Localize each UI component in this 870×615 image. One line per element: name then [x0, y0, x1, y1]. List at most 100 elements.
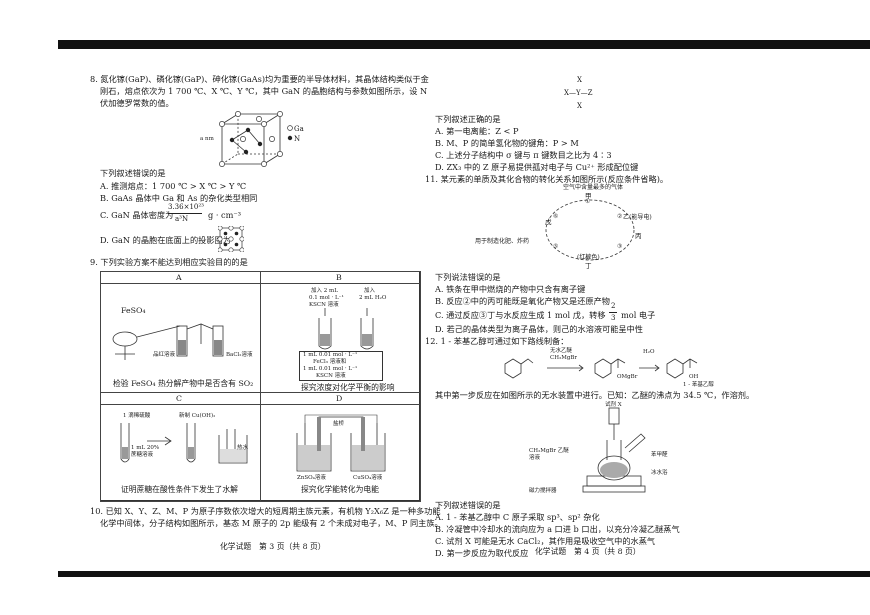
apparatus-icebath: 冰水浴: [651, 470, 668, 476]
reagent-grignard: CH₃MgBr: [550, 355, 578, 361]
cell-b: 加入 2 mL 0.1 mol · L⁻¹ KSCN 溶液 加入 2 mL H₂…: [260, 283, 421, 393]
cycle-top-label: 空气中含量最多的气体: [563, 184, 624, 191]
apparatus-reagent-x: 试剂 X: [605, 402, 622, 408]
q12-option-b: B. 冷凝管中冷却水的流向应为 a 口进 b 口出，以充分冷凝乙醚蒸气: [435, 524, 680, 534]
cycle-node-d: 丁: [585, 262, 592, 270]
q10-option-d: D. ZX₃ 中的 Z 原子易提供孤对电子与 Cu²⁺ 形成配位键: [435, 162, 639, 172]
b-label-add3: KSCN 溶液: [309, 302, 339, 308]
q8-option-c-label: C. GaN 晶体密度为: [100, 210, 174, 220]
struct-bottom-x: X: [577, 102, 582, 110]
cell-dimension: a nm: [200, 136, 214, 142]
b-mix4: KSCN 溶液: [316, 373, 346, 379]
apparatus-a-figure: [112, 323, 224, 360]
q8-prompt: 下列叙述错误的是: [100, 168, 166, 178]
q12-prompt: 下列叙述错误的是: [435, 500, 501, 510]
c-label-2: 新制 Cu(OH)₂: [179, 413, 216, 419]
b-label-water1: 加入: [364, 288, 376, 294]
cycle-node-c: 丙: [635, 232, 642, 240]
q11-option-a: A. 铁条在甲中燃烧的产物中只含有离子键: [435, 284, 586, 294]
q8-option-a: A. 推测熔点：1 700 ℃ > X ℃ > Y ℃: [100, 181, 247, 191]
q10-stem-line1: 10. 已知 X、Y、Z、M、P 为原子序数依次增大的短周期主族元素，有机物 Y…: [90, 506, 441, 516]
label-pinhong: 品红溶液: [153, 352, 176, 358]
q12-stem-line2: 其中第一步反应在如图所示的无水装置中进行。已知：乙醚的沸点为 34.5 ℃，作溶…: [435, 390, 755, 400]
projection-figure: [218, 226, 244, 252]
q8-option-c-numerator: 3.36×10²³: [168, 203, 204, 211]
gan-unit-cell-figure: [219, 111, 293, 167]
q12-reaction-scheme: [504, 358, 698, 379]
footer-page-3: 化学试题 第 3 页（共 8 页）: [220, 542, 326, 551]
b-label-add2: 0.1 mol · L⁻¹: [309, 295, 344, 301]
c-label-5: 热水: [237, 445, 249, 451]
cycle-node-a: 甲: [585, 192, 592, 200]
product-name: 1 - 苯基乙醇: [683, 382, 714, 388]
d-label-znso4: ZnSO₄溶液: [297, 475, 326, 481]
col-b-header: B: [336, 273, 342, 282]
q11-option-d: D. 若己的晶体类型为离子晶体，则己的水溶液可能呈中性: [435, 324, 643, 334]
q10-option-b: B. M、P 的简单氢化物的键角：P > M: [435, 138, 579, 148]
product-oh: OH: [689, 374, 699, 380]
c-label-1: 1 滴稀硫酸: [123, 413, 151, 419]
legend-n: N: [294, 135, 301, 143]
q8-option-c-unit: g · cm⁻³: [208, 210, 242, 220]
q12-option-c: C. 试剂 X 可能是无水 CaCl₂，其作用是吸收空气中的水蒸气: [435, 536, 656, 546]
svg-text:②: ②: [617, 213, 622, 220]
col-d-header: D: [336, 394, 343, 403]
q8-option-c-denominator: a³N: [175, 215, 189, 223]
q8-option-b: B. GaAs 晶体中 Ga 和 As 的杂化类型相同: [100, 193, 258, 203]
d-label-saltbridge: 盐桥: [333, 421, 345, 427]
q10-stem-line2: 化学中间体，分子结构如图所示，基态 M 原子的 2p 能级有 2 个未成对电子，…: [100, 518, 443, 528]
q10-prompt: 下列叙述正确的是: [435, 114, 501, 124]
b-mix2: FeCl₃ 溶液和: [313, 359, 347, 365]
exam-page-4: X X—Y—Z X 下列叙述正确的是 A. 第一电离能：Z < P B. M、P…: [425, 58, 780, 558]
b-mix1: 1 mL 0.01 mol · L⁻¹: [303, 352, 358, 358]
q11-option-c-pre: C. 通过反应③丁与水反应生成 1 mol 戊，转移: [435, 310, 606, 320]
caption-d: 探究化学能转化为电能: [301, 485, 379, 494]
exam-page-3: 8. 氮化镓(GaP)、磷化镓(GaP)、砷化镓(GaAs)均为重要的半导体材料…: [90, 58, 443, 558]
svg-text:④: ④: [585, 255, 590, 262]
q12-option-d: D. 第一步反应为取代反应: [435, 548, 529, 558]
fraction-line: [168, 213, 202, 214]
cycle-node-b: 乙(能导电): [623, 214, 652, 221]
scan-top-border: [58, 40, 870, 49]
reagent-water: H₂O: [643, 349, 655, 355]
caption-b: 探究浓度对化学平衡的影响: [301, 383, 395, 392]
apparatus-flask-label: CH₃MgBr 乙醚溶液: [529, 448, 569, 462]
svg-text:⑥: ⑥: [553, 213, 558, 220]
b-label-water2: 2 mL H₂O: [359, 295, 387, 301]
cycle-label-redbrown: (红棕色): [577, 254, 600, 261]
q11-stem: 11. 某元素的单质及其化合物的转化关系如图所示(反应条件省略)。: [425, 174, 669, 184]
d-label-cuso4: CuSO₄溶液: [353, 475, 383, 481]
scan-bottom-border: [58, 571, 870, 577]
svg-text:③: ③: [617, 243, 622, 250]
galvanic-cell-figure: [296, 414, 386, 472]
b-solution-box: [299, 351, 383, 381]
cycle-node-e: 戊: [545, 218, 552, 226]
q11-option-c-post: mol 电子: [621, 310, 656, 320]
test-tubes-b: [318, 308, 374, 350]
q12-stem: 12. 1 - 苯基乙醇可通过如下路线制备：: [425, 336, 569, 346]
col-a-header: A: [176, 273, 182, 282]
reagent-ether: 无水乙醚: [550, 348, 573, 354]
caption-a: 检验 FeSO₄ 热分解产物中是否含有 SO₂: [113, 379, 254, 388]
b-label-add1: 加入 2 mL: [311, 288, 338, 294]
cell-d: 盐桥 ZnSO₄溶液 CuSO₄溶液 探究化学能转化为电能: [260, 404, 421, 502]
q8-option-d: D. GaN 的晶胞在底面上的投影图为: [100, 235, 231, 245]
legend-ga: Ga: [294, 125, 304, 133]
q12-option-a: A. 1 - 苯基乙醇中 C 原子采取 sp³、sp² 杂化: [435, 512, 600, 522]
caption-c: 证明蔗糖在酸性条件下发生了水解: [121, 485, 238, 494]
q12-apparatus-figure: [582, 407, 646, 493]
q9-table: A B FeSO₄ 品红溶液 BaCl₂溶液 检验 FeSO₄ 热分解产物中是否…: [100, 271, 421, 502]
q11-option-c-den: 3: [611, 314, 616, 322]
svg-text:①: ①: [585, 198, 590, 205]
b-mix3: 1 mL 0.01 mol · L⁻¹: [303, 366, 358, 372]
c-label-3: 1 mL 20%: [131, 445, 160, 451]
q9-prompt: 9. 下列实验方案不能达到相应实验目的的是: [90, 257, 248, 267]
label-bacl2: BaCl₂溶液: [226, 352, 253, 358]
label-feso4: FeSO₄: [121, 306, 146, 315]
cell-c: 1 滴稀硫酸 新制 Cu(OH)₂ 1 mL 20% 蔗糖溶液 热水 证明蔗糖在…: [100, 404, 261, 502]
q11-prompt: 下列说法错误的是: [435, 272, 501, 282]
q11-cycle-diagram: ①②③ ④⑤⑥: [545, 198, 635, 262]
product-omgbr: OMgBr: [617, 374, 638, 380]
struct-top-x: X: [577, 76, 582, 84]
q8-stem-line2: 刚石，熔点依次为 1 700 ℃、X ℃、Y ℃，其中 GaN 的晶胞结构与参数…: [100, 86, 428, 96]
